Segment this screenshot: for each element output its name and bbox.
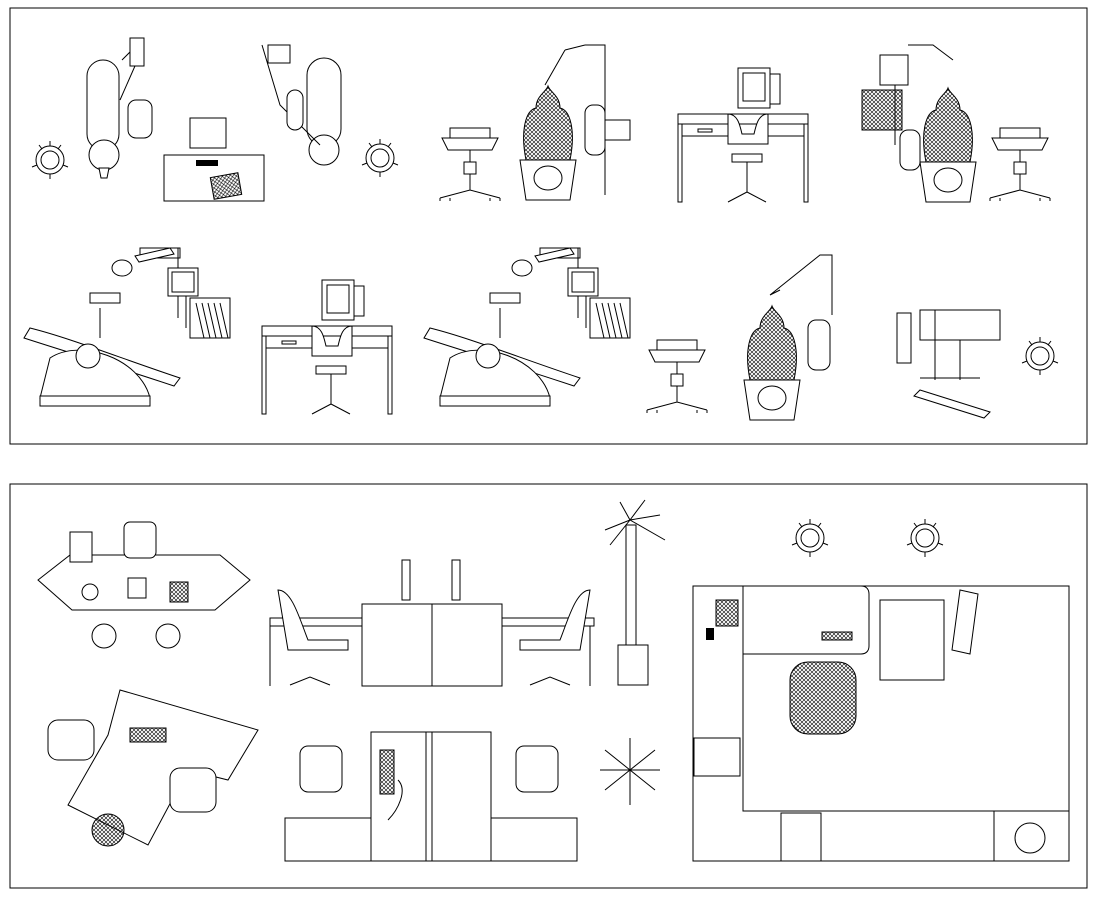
dental-chair-rear-elevation-2	[861, 44, 977, 203]
stool-plan-3	[1021, 336, 1059, 376]
bottom-panel-office-layouts	[9, 483, 1088, 889]
top-panel-dental-equipment	[9, 7, 1088, 445]
stool-plan-4	[791, 518, 829, 558]
stool-elevation-3	[646, 339, 708, 414]
stool-plan-right	[361, 138, 399, 178]
dental-chair-rear-elevation-3	[743, 254, 833, 421]
panel-border	[9, 7, 1088, 445]
stool-plan-left	[31, 140, 69, 180]
dental-chair-rear-elevation-1	[519, 44, 631, 201]
dental-unit-side-elevation-2	[423, 247, 631, 407]
dental-unit-side-elevation-1	[23, 247, 231, 407]
potted-plant-elevation	[604, 499, 666, 686]
operatory-layout-plan	[692, 585, 1070, 862]
potted-plant-plan	[600, 738, 660, 805]
dual-workstation-elevation	[269, 559, 595, 687]
xray-unit	[896, 309, 1001, 419]
computer-desk-elevation-2	[261, 279, 393, 415]
stool-elevation-1	[439, 127, 501, 202]
waiting-area-plan	[47, 689, 259, 847]
stool-elevation-2	[989, 127, 1051, 202]
panel-border	[9, 483, 1088, 889]
dental-chair-plan-right	[261, 44, 342, 166]
reception-counter-plan	[37, 521, 251, 649]
stool-plan-5	[906, 518, 944, 558]
workstation-plan	[284, 731, 578, 862]
dental-chair-plan-left	[86, 37, 153, 179]
computer-desk-elevation-1	[677, 67, 809, 203]
reception-desk-plan	[163, 117, 265, 202]
